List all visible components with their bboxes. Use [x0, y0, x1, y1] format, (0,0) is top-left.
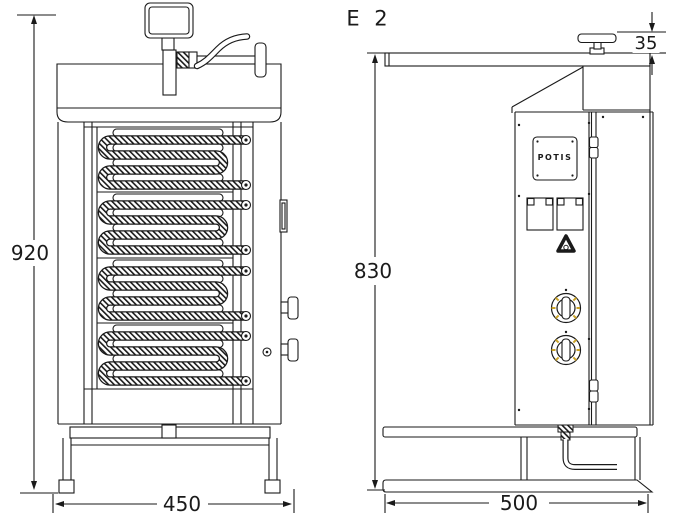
knob-profile-lower — [280, 338, 299, 362]
heating-element-section-3 — [97, 259, 252, 322]
vent-slots — [526, 197, 584, 231]
brand-plate-label: POTIS — [537, 153, 573, 162]
heating-section-dividers — [97, 191, 233, 324]
dim-label-side-height: 830 — [351, 259, 395, 283]
dim-label-front-width: 450 — [160, 492, 204, 516]
top-arm — [384, 52, 651, 67]
dim-500 — [384, 494, 649, 513]
heating-element-section-1 — [97, 128, 252, 191]
panel-screws — [517, 115, 645, 412]
side-view — [382, 33, 654, 493]
knob-profile-upper — [280, 296, 299, 320]
dim-450 — [52, 489, 295, 513]
dim-label-side-depth: 500 — [497, 491, 541, 515]
hinge-rod-latches — [588, 136, 599, 403]
control-knob-upper — [550, 288, 582, 324]
dim-label-front-height: 920 — [8, 241, 52, 265]
heating-element-section-2 — [97, 193, 252, 256]
front-view — [56, 2, 299, 494]
brand-plate — [532, 136, 578, 181]
front-base — [58, 423, 281, 494]
heating-element-section-4 — [97, 324, 252, 387]
dim-920 — [17, 14, 58, 494]
dim-label-top-handle-height: 35 — [632, 33, 660, 54]
top-hand-knob — [577, 33, 617, 55]
dimension-lines — [17, 12, 666, 513]
model-title: E 2 — [346, 6, 392, 31]
dim-35 — [617, 12, 666, 75]
warning-triangle-icon — [556, 234, 576, 253]
control-knob-lower — [550, 330, 582, 366]
side-base — [382, 424, 654, 493]
dim-830 — [367, 52, 385, 491]
door-hinge-bracket — [279, 199, 288, 233]
